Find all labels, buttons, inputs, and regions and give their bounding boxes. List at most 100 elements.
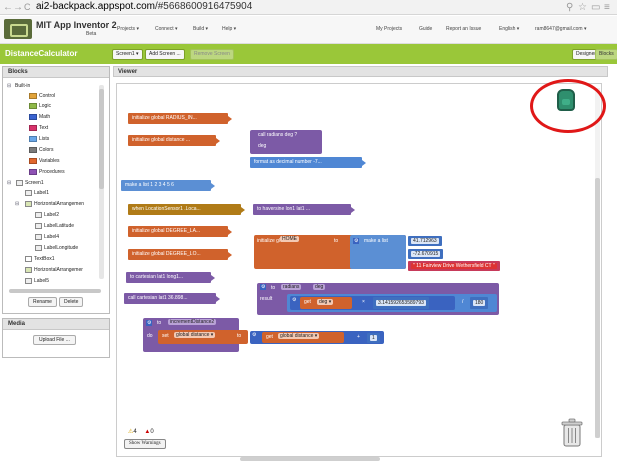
drawer-procedures[interactable]: Procedures <box>39 169 65 175</box>
number-pi[interactable]: 3.141592653589793 <box>373 297 429 309</box>
workspace-horizontal-scrollbar[interactable] <box>240 457 380 461</box>
component-labellatitude[interactable]: LabelLatitude <box>44 223 75 229</box>
component-label5[interactable]: Label5 <box>34 278 50 284</box>
language-menu[interactable]: English ▾ <box>499 26 520 32</box>
block-when-location-changed[interactable]: when LocationSensor1 .Loca... <box>128 204 245 215</box>
menu-connect[interactable]: Connect ▾ <box>155 26 178 32</box>
bookmark-star-icon[interactable]: ☆ <box>578 2 587 13</box>
get-deg-dropdown[interactable]: deg ▾ <box>317 299 334 305</box>
back-icon[interactable]: ← <box>3 2 13 13</box>
menu-help[interactable]: Help ▾ <box>222 26 237 32</box>
divide-operator: / <box>462 299 464 305</box>
pi-value[interactable]: 3.141592653589793 <box>376 300 426 306</box>
mutator-gear-icon[interactable]: ⚙ <box>252 332 257 338</box>
forward-icon[interactable]: → <box>13 2 23 13</box>
cast-icon[interactable]: ▭ <box>591 2 601 13</box>
app-inventor-logo-icon[interactable] <box>4 19 32 39</box>
menu-icon[interactable]: ≡ <box>604 2 610 13</box>
drawer-text[interactable]: Text <box>39 125 49 131</box>
url-path: /#5668600916475904 <box>154 1 253 12</box>
block-to-cartesian[interactable]: to cartesian lat1 long1... <box>126 272 215 283</box>
component-textbox1[interactable]: TextBox1 <box>34 256 55 262</box>
mutator-gear-icon[interactable]: ⚙ <box>353 238 360 244</box>
builtin-collapse-icon[interactable]: ⊟ <box>7 83 12 89</box>
add-screen-button[interactable]: Add Screen ... <box>145 49 185 60</box>
number-longitude[interactable]: -72.670915 <box>408 249 444 259</box>
number-one[interactable]: 1 <box>367 333 380 343</box>
blocks-tree-vertical-scrollbar[interactable] <box>99 85 104 279</box>
address-bar[interactable]: ai2-backpack.appspot.com/#56686009164759… <box>36 1 252 12</box>
drawer-control[interactable]: Control <box>39 93 56 99</box>
block-init-degree-lat[interactable]: initialize global DEGREE_LA... <box>128 226 232 237</box>
harr-collapse-icon[interactable]: ⊟ <box>15 201 20 207</box>
drawer-variables[interactable]: Variables <box>39 158 60 164</box>
screen-select[interactable]: Screen1 ▾ <box>112 49 143 60</box>
block-init-distance[interactable]: initialize global distance ... <box>128 135 220 146</box>
warning-count: 4 <box>133 429 137 435</box>
menu-build[interactable]: Build ▾ <box>193 26 209 32</box>
text-address[interactable]: " 11 Fairview Drive Wethersfield CT " <box>408 261 500 271</box>
block-init-radius[interactable]: initialize global RADIUS_IN... <box>128 113 232 124</box>
number-180[interactable]: 180 <box>470 297 489 309</box>
result-label: result <box>260 296 273 302</box>
drawer-lists[interactable]: Lists <box>39 136 50 142</box>
show-warnings-button[interactable]: Show Warnings <box>124 439 166 449</box>
address-value[interactable]: " 11 Fairview Drive Wethersfield CT " <box>411 263 497 269</box>
radians-name-field[interactable]: radians <box>281 284 302 290</box>
blocks-button[interactable]: Blocks <box>595 49 617 60</box>
block-to-haversine[interactable]: to haversine lon1 lat1 ... <box>253 204 355 215</box>
remove-screen-button[interactable]: Remove Screen <box>190 49 234 60</box>
upload-file-button[interactable]: Upload File ... <box>33 335 76 345</box>
drawer-colors[interactable]: Colors <box>39 147 54 153</box>
rename-button[interactable]: Rename <box>28 297 57 307</box>
component-horizontalarrangement2[interactable]: HorizontalArrangemer <box>34 267 83 273</box>
block-call-cartesian[interactable]: call cartesian lat1 36.898... <box>124 293 220 304</box>
longitude-value[interactable]: -72.670915 <box>411 251 441 257</box>
menu-projects[interactable]: Projects ▾ <box>117 26 139 32</box>
link-my-projects[interactable]: My Projects <box>376 26 403 32</box>
component-horizontalarrangement1[interactable]: HorizontalArrangemen <box>34 201 85 207</box>
block-set-global-distance[interactable]: set global distance ▾ to <box>158 330 248 344</box>
block-get-deg[interactable]: get deg ▾ <box>300 297 352 309</box>
arrangement-icon <box>25 267 32 273</box>
block-format-decimal[interactable]: format as decimal number ‑7... <box>250 157 366 168</box>
incrementdistance2-name-field[interactable]: incrementDistance2 <box>168 319 217 325</box>
builtin-label[interactable]: Built-in <box>15 83 31 89</box>
link-guide[interactable]: Guide <box>419 26 433 32</box>
component-label1[interactable]: Label1 <box>34 190 50 196</box>
blocks-tree-horizontal-scrollbar[interactable] <box>9 289 101 293</box>
project-toolbar: DistanceCalculator Screen1 ▾ Add Screen … <box>0 44 617 64</box>
latitude-value[interactable]: 41.712963 <box>411 238 439 244</box>
component-label2[interactable]: Label2 <box>44 212 60 218</box>
mutator-gear-icon[interactable]: ⚙ <box>260 284 267 290</box>
workspace-vertical-scrollbar[interactable] <box>595 88 600 438</box>
block-init-degree-lon[interactable]: initialize global DEGREE_LO... <box>128 249 232 260</box>
set-variable-dropdown[interactable]: global distance ▾ <box>174 332 216 338</box>
component-labellongitude[interactable]: LabelLongitude <box>44 245 79 251</box>
number-latitude[interactable]: 41.712963 <box>408 236 442 246</box>
textbox-icon <box>25 256 32 262</box>
home-name-field[interactable]: HOME <box>280 236 299 242</box>
reload-icon[interactable]: C <box>24 2 31 12</box>
drawer-math[interactable]: Math <box>39 114 51 120</box>
drawer-logic[interactable]: Logic <box>39 103 51 109</box>
block-make-list[interactable]: make a list 1 2 3 4 5 6 <box>121 180 215 191</box>
value-180[interactable]: 180 <box>473 300 486 306</box>
component-label4[interactable]: Label4 <box>44 234 60 240</box>
screen1-collapse-icon[interactable]: ⊟ <box>7 180 12 186</box>
delete-button[interactable]: Delete <box>59 297 84 307</box>
block-make-list-home[interactable]: ⚙ make a list <box>350 235 406 269</box>
procedures-color-icon <box>29 169 37 175</box>
trash-can-icon[interactable] <box>561 418 583 448</box>
one-value[interactable]: 1 <box>370 335 377 341</box>
mutator-gear-icon[interactable]: ⚙ <box>292 297 297 303</box>
account-menu[interactable]: ram8647@gmail.com ▾ <box>535 26 587 32</box>
mutator-gear-icon[interactable]: ⚙ <box>146 320 153 326</box>
link-report-issue[interactable]: Report an Issue <box>446 26 482 32</box>
component-screen1[interactable]: Screen1 <box>25 180 44 186</box>
deg-param[interactable]: deg <box>313 284 326 290</box>
zoom-icon[interactable]: ⚲ <box>566 2 574 13</box>
block-call-radians[interactable]: call radians deg ? deg <box>250 130 322 154</box>
get-variable-dropdown[interactable]: global distance ▾ <box>278 333 320 339</box>
block-get-global-distance[interactable]: get global distance ▾ <box>262 332 344 343</box>
